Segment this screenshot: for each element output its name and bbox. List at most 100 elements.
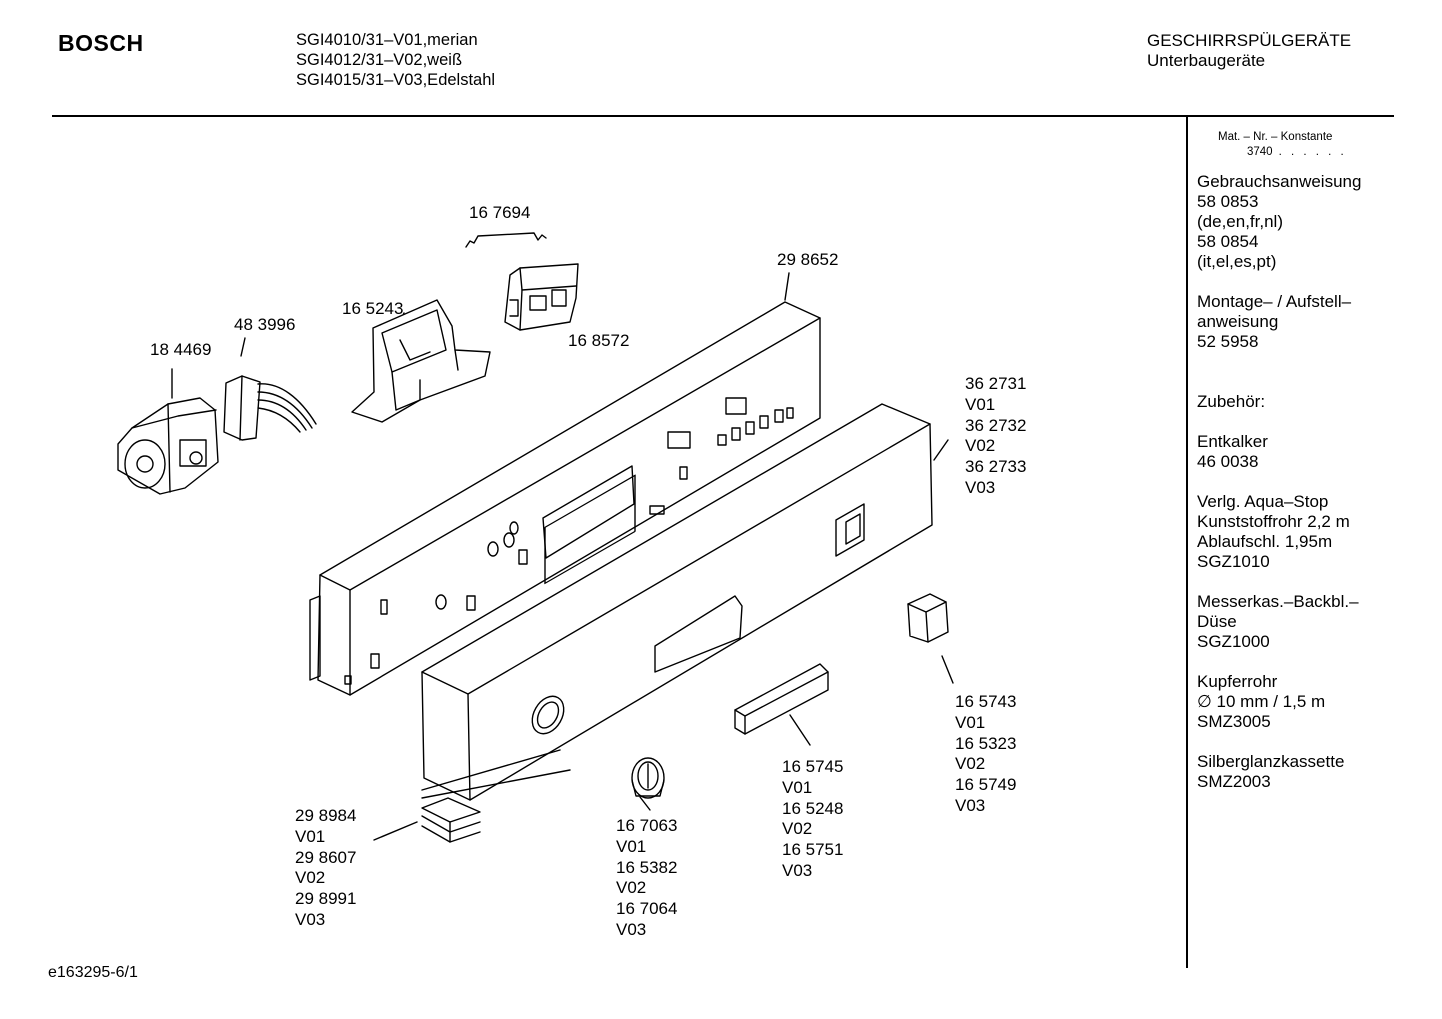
category-line: GESCHIRRSPÜLGERÄTE <box>1147 31 1352 50</box>
programmer-unit <box>117 397 219 495</box>
part-variant: V02 <box>955 754 986 774</box>
part-number: 16 5749 <box>955 775 1017 795</box>
doc-line: Kunststoffrohr 2,2 m <box>1197 512 1350 531</box>
part-number: 16 7063 <box>616 816 678 835</box>
doc-group: Zubehör: <box>1197 392 1437 412</box>
part-variant: V01 <box>295 826 326 846</box>
part-number: 16 5382 <box>616 857 678 877</box>
doc-group: Verlg. Aqua–Stop Kunststoffrohr 2,2 m Ab… <box>1197 492 1437 572</box>
material-dots: . . . . . . <box>1278 146 1347 158</box>
part-number: 16 5323 <box>955 733 1017 753</box>
doc-line: SMZ3005 <box>1197 712 1271 731</box>
category-title: GESCHIRRSPÜLGERÄTE Unterbaugeräte <box>1147 31 1351 71</box>
part-number: 18 4469 <box>150 340 212 359</box>
control-frame <box>309 301 821 696</box>
header-divider <box>52 115 1394 117</box>
part-label-298652: 29 8652 <box>777 250 838 271</box>
doc-line: Kupferrohr <box>1197 672 1278 691</box>
part-label-165745: 16 5745 V01 16 5248 V02 16 5751 V03 <box>782 757 843 882</box>
part-variant: V01 <box>782 777 813 797</box>
doc-line: SGZ1010 <box>1197 552 1270 571</box>
model-list: SGI4010/31–V01,merian SGI4012/31–V02,wei… <box>296 30 495 90</box>
sidebar: Mat. – Nr. – Konstante 3740 . . . . . . G… <box>1197 130 1437 812</box>
doc-line: 52 5958 <box>1197 332 1259 351</box>
part-label-483996: 48 3996 <box>234 315 295 336</box>
part-number: 36 2732 <box>965 415 1027 435</box>
part-variant: V03 <box>782 860 813 880</box>
part-number: 29 8607 <box>295 847 357 867</box>
doc-line: Montage– / Aufstell– <box>1197 292 1352 311</box>
model-line: SGI4015/31–V03,Edelstahl <box>296 71 496 89</box>
part-variant: V01 <box>955 712 986 732</box>
handle-strip <box>734 663 829 735</box>
part-variant: V02 <box>295 868 326 888</box>
part-label-168572: 16 8572 <box>568 331 629 352</box>
doc-group: Kupferrohr ∅ 10 mm / 1,5 m SMZ3005 <box>1197 672 1437 732</box>
part-number: 16 5243 <box>342 299 404 318</box>
wire-connector <box>223 375 317 441</box>
part-variant: V02 <box>616 878 647 898</box>
part-number: 48 3996 <box>234 315 296 334</box>
part-variant: V03 <box>955 795 986 815</box>
decor-strips <box>421 749 571 843</box>
front-panel <box>421 403 933 801</box>
model-line: SGI4010/31–V01,merian <box>296 31 478 49</box>
part-label-298984: 29 8984 V01 29 8607 V02 29 8991 V03 <box>295 806 356 931</box>
rotary-knob <box>631 757 665 799</box>
part-number: 16 5743 <box>955 692 1017 711</box>
doc-line: (de,en,fr,nl) <box>1197 212 1283 231</box>
sidebar-divider <box>1186 117 1188 968</box>
part-label-167063: 16 7063 V01 16 5382 V02 16 7064 V03 <box>616 816 677 941</box>
part-variant: V02 <box>965 436 996 456</box>
part-number: 16 5745 <box>782 757 844 776</box>
doc-line: anweisung <box>1197 312 1279 331</box>
part-variant: V02 <box>782 819 813 839</box>
doc-group: Entkalker 46 0038 <box>1197 432 1437 472</box>
part-label-167694: 16 7694 <box>469 203 530 224</box>
part-label-165743: 16 5743 V01 16 5323 V02 16 5749 V03 <box>955 692 1016 817</box>
switch-module <box>504 263 579 331</box>
doc-line: SGZ1000 <box>1197 632 1270 651</box>
material-constant: Mat. – Nr. – Konstante 3740 . . . . . . <box>1197 130 1437 160</box>
material-value-row: 3740 . . . . . . <box>1218 145 1437 160</box>
part-number: 16 8572 <box>568 331 630 350</box>
doc-line: Gebrauchsanweisung <box>1197 172 1362 191</box>
part-number: 16 5751 <box>782 840 844 860</box>
doc-line: 58 0853 <box>1197 192 1259 211</box>
doc-line: Düse <box>1197 612 1237 631</box>
part-number: 36 2733 <box>965 457 1027 477</box>
part-number: 36 2731 <box>965 374 1027 393</box>
part-number: 29 8984 <box>295 806 357 825</box>
model-line: SGI4012/31–V02,weiß <box>296 51 463 69</box>
part-variant: V03 <box>295 909 326 929</box>
part-number: 16 7694 <box>469 203 531 222</box>
doc-line: 58 0854 <box>1197 232 1259 251</box>
material-value: 3740 <box>1247 146 1273 158</box>
switch-bracket <box>351 299 491 423</box>
material-label: Mat. – Nr. – Konstante <box>1218 131 1333 143</box>
exploded-view-drawing <box>117 232 954 843</box>
spring-wire <box>465 232 547 248</box>
part-number: 16 5248 <box>782 798 844 818</box>
doc-line: Verlg. Aqua–Stop <box>1197 492 1329 511</box>
doc-group: Silberglanzkassette SMZ2003 <box>1197 752 1437 792</box>
doc-group: Montage– / Aufstell– anweisung 52 5958 <box>1197 292 1437 352</box>
doc-line: 46 0038 <box>1197 452 1259 471</box>
part-variant: V03 <box>616 919 647 939</box>
doc-line: Silberglanzkassette <box>1197 752 1345 771</box>
document-code: e163295-6/1 <box>48 964 138 981</box>
doc-line: Ablaufschl. 1,95m <box>1197 532 1333 551</box>
category-line: Unterbaugeräte <box>1147 51 1266 70</box>
doc-line: Zubehör: <box>1197 392 1266 411</box>
doc-line: SMZ2003 <box>1197 772 1271 791</box>
doc-line: (it,el,es,pt) <box>1197 252 1277 271</box>
doc-line: Entkalker <box>1197 432 1268 451</box>
part-number: 16 7064 <box>616 899 678 919</box>
push-button <box>907 593 949 643</box>
doc-line: ∅ 10 mm / 1,5 m <box>1197 692 1326 711</box>
part-variant: V03 <box>965 477 996 497</box>
brand-logo: BOSCH <box>58 30 144 56</box>
part-number: 29 8991 <box>295 889 357 909</box>
part-number: 29 8652 <box>777 250 839 269</box>
part-label-165243: 16 5243 <box>342 299 403 320</box>
